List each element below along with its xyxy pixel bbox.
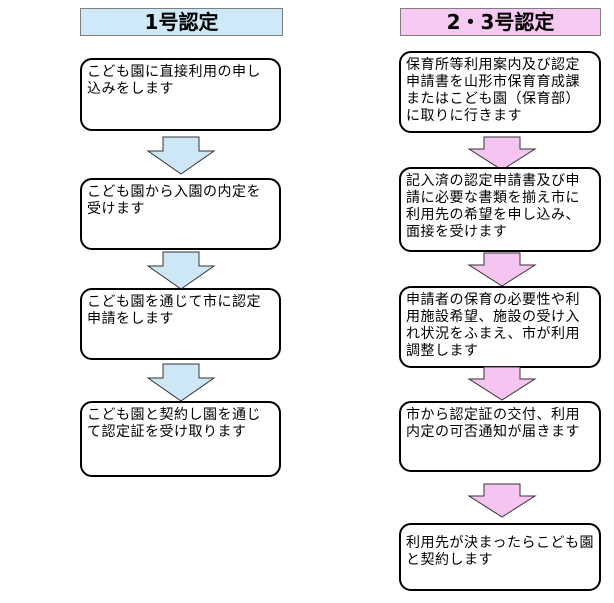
col2-step-4: 市から認定証の交付、利用内定の可否通知が届きます — [399, 401, 601, 472]
col1-step-3: こども園を通じて市に認定申請をします — [80, 288, 281, 360]
col2-title: 2・3号認定 — [400, 8, 601, 36]
col2-step-2: 記入済の認定申請書及び申請に必要な書類を揃え市に利用先の希望を申し込み、面接を受… — [399, 167, 601, 252]
col1-arrow-1 — [146, 136, 216, 175]
col1-step-2: こども園から入園の内定を受けます — [80, 178, 281, 250]
col2-arrow-4 — [467, 483, 537, 518]
col1-step-1: こども園に直接利用の申し込みをします — [80, 58, 281, 131]
col2-step-1: 保育所等利用案内及び認定申請書を山形市保育育成課またはこども園（保育部）に取りに… — [399, 51, 601, 133]
col2-step-5: 利用先が決まったらこども園と契約します — [399, 523, 601, 591]
col1-step-4: こども園と契約し園を通じて認定証を受け取ります — [80, 401, 281, 477]
col2-arrow-3 — [467, 366, 537, 401]
col2-arrow-1 — [467, 136, 537, 171]
col2-arrow-2 — [467, 252, 537, 287]
col2-step-3: 申請者の保育の必要性や利用施設希望、施設の受け入れ状況をふまえ、市が利用調整しま… — [399, 286, 601, 368]
col1-title: 1号認定 — [80, 8, 283, 36]
col1-arrow-3 — [146, 363, 216, 402]
col1-arrow-2 — [146, 251, 216, 290]
